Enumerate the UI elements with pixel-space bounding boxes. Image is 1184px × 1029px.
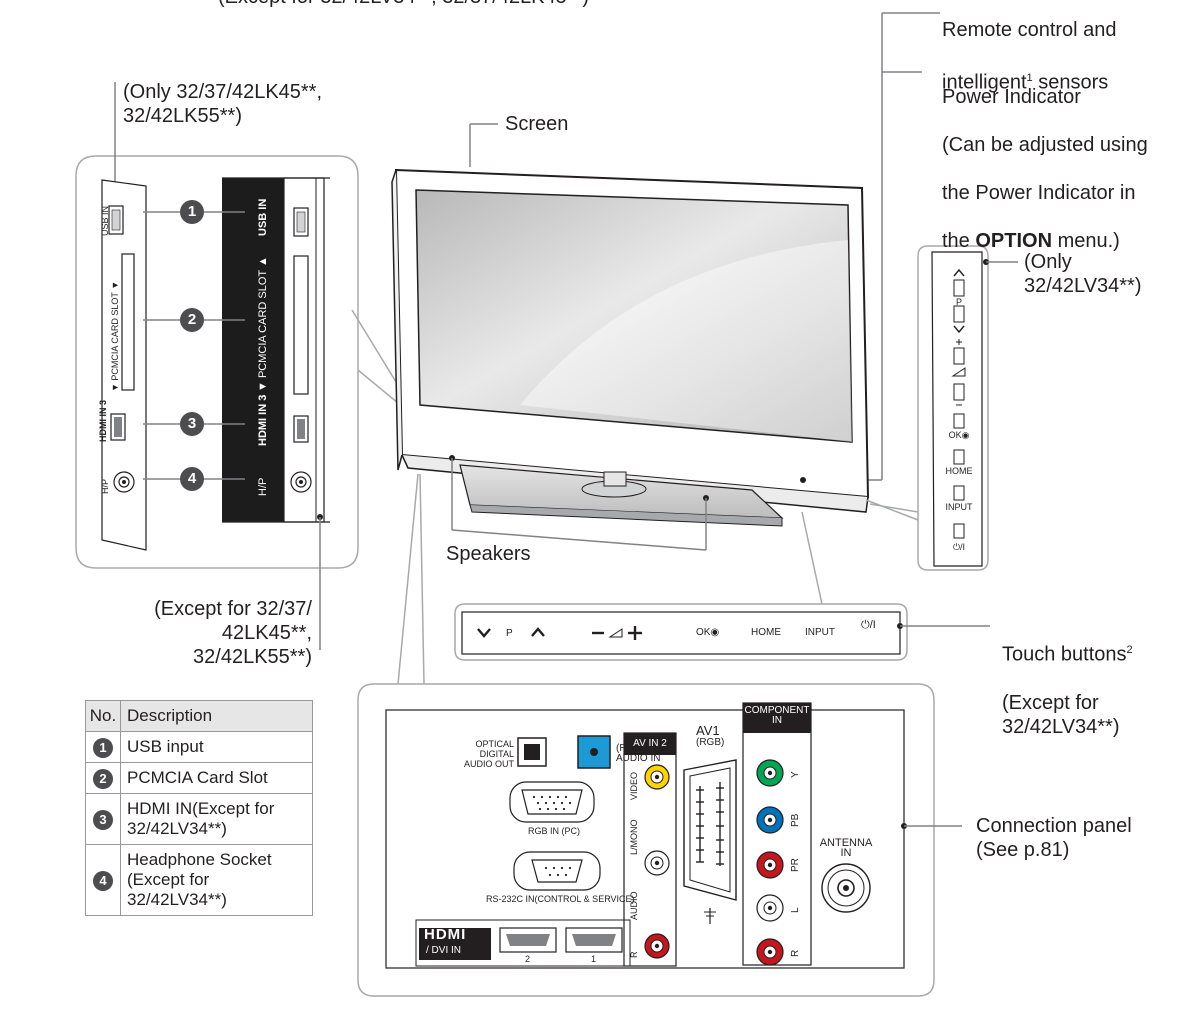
video-label: VIDEO: [629, 771, 639, 800]
except-lk-label: (Except for 32/37/ 42LK45**, 32/42LK55**…: [154, 598, 312, 668]
tv-set: [391, 123, 870, 551]
component-pb-label: PB: [790, 813, 801, 827]
touch-buttons-note: (Except for 32/42LV34**): [1002, 691, 1120, 738]
table-row: 1 USB input: [85, 731, 313, 763]
av1-sub-label: (RGB): [696, 737, 725, 748]
callout-3: 3: [180, 412, 204, 436]
option-menu-name: OPTION: [975, 230, 1053, 252]
hdmi-port-1-label: 1: [591, 954, 597, 964]
touch-power-label[interactable]: ⏻/I: [861, 619, 876, 631]
table-cell-no: 4: [85, 844, 121, 916]
touch-buttons-footnote: 2: [1126, 644, 1133, 656]
table-header-no: No.: [85, 700, 121, 732]
hdmi3-label-right: HDMI IN 3: [257, 394, 269, 446]
table-row: 2 PCMCIA Card Slot: [85, 762, 313, 794]
remote-sensor-footnote: 1: [1026, 72, 1033, 84]
rgb-in-label: RGB IN (PC): [528, 826, 581, 836]
table-cell-description: Headphone Socket (Except for 32/42LV34**…: [120, 844, 313, 916]
usb-in-label-right: USB IN: [257, 198, 269, 236]
callout-1: 1: [180, 200, 204, 224]
remote-sensor-line2: intelligent: [942, 71, 1027, 94]
touch-buttons-frame: [454, 603, 908, 661]
touch-home-label[interactable]: HOME: [751, 627, 781, 638]
av1-label: AV1: [696, 723, 720, 738]
l-mono-label: L/MONO: [629, 819, 639, 855]
touch-p-label[interactable]: P: [506, 628, 513, 639]
power-indicator-line4a: the: [942, 230, 976, 252]
side-p-label: P: [955, 297, 962, 307]
audio-r-label: R: [629, 951, 639, 959]
dvi-in-label: / DVI IN: [426, 945, 462, 956]
component-pr-label: PR: [790, 858, 801, 872]
component-r-label: R: [790, 949, 801, 957]
hp-label-left: H/P: [100, 478, 110, 494]
description-table: No. Description 1 USB input 2 PCMCIA Car…: [85, 700, 313, 916]
table-cell-no: 1: [85, 731, 121, 763]
usb-in-label-left: USB IN: [100, 205, 110, 236]
table-header-description: Description: [120, 700, 313, 732]
remote-sensor-line3: sensors: [1032, 71, 1109, 94]
remote-sensor-label: Remote control and intelligent1 sensors: [942, 0, 1117, 95]
table-header-row: No. Description: [85, 700, 313, 732]
component-l-label: L: [790, 907, 801, 913]
table-number-badge: 1: [93, 737, 113, 758]
callout-4: 4: [180, 467, 204, 491]
side-home-label: HOME: [945, 466, 973, 476]
touch-buttons-label: Touch buttons2 (Except for 32/42LV34**): [1002, 614, 1133, 739]
power-indicator-line4c: menu.): [1052, 230, 1120, 252]
side-panel-black: [222, 178, 284, 522]
table-cell-description: USB input: [120, 731, 313, 763]
antenna-label: ANTENNA IN: [819, 837, 873, 859]
pcmcia-label-right: ▼ PCMCIA CARD SLOT ▲: [257, 256, 269, 392]
hp-label-right: H/P: [257, 477, 269, 496]
power-indicator-label: Power Indicator (Can be adjusted using t…: [942, 61, 1148, 253]
table-number-badge: 4: [93, 870, 113, 891]
component-label: COMPONENT IN: [744, 705, 810, 726]
power-indicator-line3: the Power Indicator in: [942, 182, 1136, 204]
connection-panel-label: Connection panel (See p.81): [976, 815, 1132, 861]
connection-panel-frame: [357, 683, 935, 997]
side-input-label: INPUT: [945, 502, 973, 512]
pcmcia-label-left: ▼ PCMCIA CARD SLOT ▼: [110, 280, 120, 392]
touch-input-label[interactable]: INPUT: [805, 627, 835, 638]
power-indicator-line2: (Can be adjusted using: [942, 134, 1148, 156]
touch-buttons-title: Touch buttons: [1002, 643, 1127, 666]
touch-ok-label[interactable]: OK◉: [696, 627, 720, 638]
screen-label: Screen: [505, 113, 569, 135]
hdmi-logo: HDMI: [424, 926, 467, 943]
rs232-label: RS-232C IN(CONTROL & SERVICE): [486, 894, 635, 904]
side-power-label: ⏻/I: [952, 542, 966, 552]
table-row: 4 Headphone Socket (Except for 32/42LV34…: [85, 844, 313, 916]
component-y-label: Y: [790, 771, 801, 778]
table-cell-description: PCMCIA Card Slot: [120, 762, 313, 794]
only-lv-label: (Only 32/42LV34**): [1024, 251, 1142, 297]
table-cell-no: 2: [85, 762, 121, 794]
power-indicator-line1: Power Indicator: [942, 86, 1081, 108]
remote-sensor-line1: Remote control and: [942, 19, 1117, 41]
table-row: 3 HDMI IN(Except for 32/42LV34**): [85, 793, 313, 845]
audio-label: AUDIO: [629, 891, 639, 920]
table-cell-no: 3: [85, 793, 121, 845]
hdmi-port-2-label: 2: [525, 954, 531, 964]
table-number-badge: 2: [93, 768, 113, 789]
av-in2-label: AV IN 2: [633, 738, 667, 749]
table-number-badge: 3: [93, 809, 113, 830]
side-ok-label: OK◉: [948, 430, 970, 440]
speakers-label: Speakers: [446, 543, 531, 565]
rgb-audio-label: (RGB/DVI) AUDIO IN: [616, 743, 664, 764]
only-lk-label: (Only 32/37/42LK45**, 32/42LK55**): [123, 81, 323, 127]
optical-label: OPTICAL DIGITAL AUDIO OUT: [463, 739, 514, 769]
side-buttons-frame: [917, 245, 989, 571]
table-cell-description: HDMI IN(Except for 32/42LV34**): [120, 793, 313, 845]
top-partial-label: (Except for 32/42LV34**, 32/37/42LK45**): [218, 0, 589, 9]
hdmi3-label-left: HDMI IN 3: [98, 399, 108, 442]
callout-2: 2: [180, 308, 204, 332]
side-panel-frame: [75, 155, 359, 569]
